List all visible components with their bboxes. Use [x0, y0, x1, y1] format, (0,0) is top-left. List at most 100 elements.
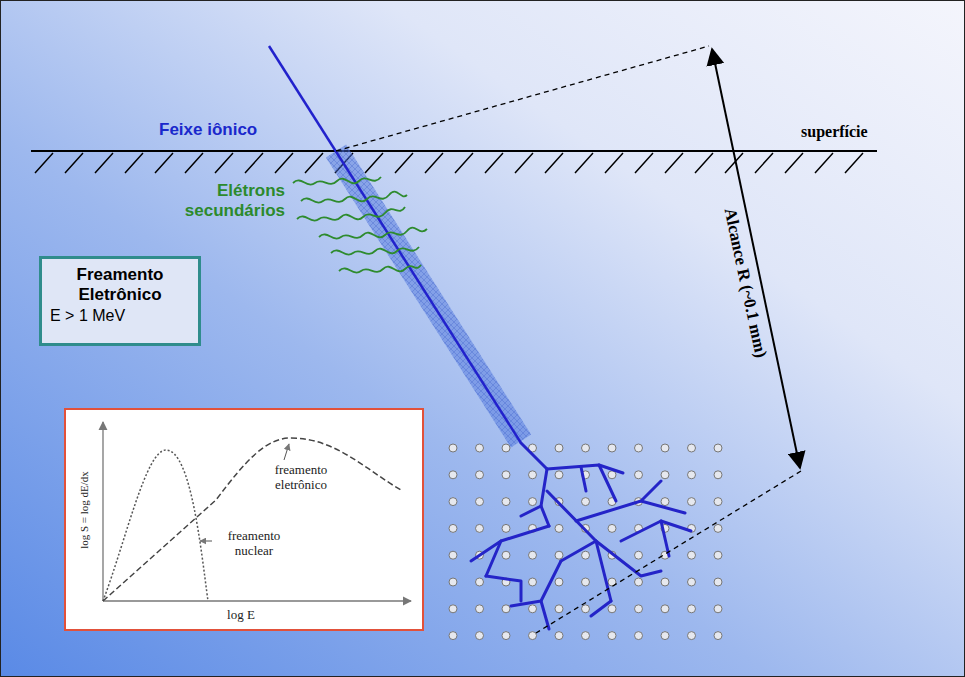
lattice-atom [635, 605, 643, 613]
cascade-branch [641, 501, 685, 513]
lattice-atom [476, 444, 484, 452]
lattice-atom [502, 444, 510, 452]
lattice-atom [502, 605, 510, 613]
axis-label: log E [211, 607, 271, 622]
electrons-label: Elétrons secundários [181, 181, 285, 221]
lattice-atom [582, 444, 590, 452]
range-arrow [712, 49, 800, 468]
beam-label: Feixe iônico [159, 120, 257, 140]
lattice-atom [661, 444, 669, 452]
lattice-atom [555, 471, 563, 479]
cascade-branch [547, 465, 616, 501]
lattice-atom [449, 632, 457, 640]
cascade-branch [511, 561, 561, 606]
cascade-branch [621, 521, 691, 541]
lattice-atom [502, 632, 510, 640]
lattice-atom [688, 605, 696, 613]
lattice-atom [714, 471, 722, 479]
lattice-atom [529, 551, 537, 559]
energy-range: E > 1 MeV [50, 307, 125, 325]
lattice-atom [608, 632, 616, 640]
lattice-atom [661, 578, 669, 586]
surface-line [31, 151, 877, 173]
lattice-atom [582, 498, 590, 506]
collision-cascade [471, 443, 691, 629]
curve-label: freamento eletrônico [256, 462, 346, 492]
lattice-atom [635, 444, 643, 452]
lattice-atom [555, 444, 563, 452]
lattice-atom [688, 471, 696, 479]
lattice-atom [582, 632, 590, 640]
lattice-atom [555, 551, 563, 559]
lattice-atom [449, 605, 457, 613]
range-limit [336, 46, 709, 151]
lattice-atom [714, 551, 722, 559]
lattice-atom [688, 578, 696, 586]
lattice-atom [635, 551, 643, 559]
cascade-branch [591, 601, 611, 616]
lattice-atom [714, 578, 722, 586]
lattice-atom [529, 605, 537, 613]
cascade-branch [576, 481, 661, 521]
cascade-branch [486, 576, 521, 601]
cascade-branch [596, 541, 661, 576]
lattice-atom [476, 578, 484, 586]
lattice-atom [714, 498, 722, 506]
cascade-branch [541, 601, 549, 629]
lattice-atom [529, 578, 537, 586]
axis-label: log S = log dE/dx [78, 471, 90, 549]
lattice-atom [449, 444, 457, 452]
lattice-atom [449, 498, 457, 506]
lattice-atom [714, 632, 722, 640]
lattice-atom [502, 471, 510, 479]
lattice-atom [502, 551, 510, 559]
lattice-atom [449, 578, 457, 586]
lattice-atom [608, 471, 616, 479]
ion-beam [269, 46, 521, 443]
lattice-atom [529, 632, 537, 640]
lattice-atom [661, 498, 669, 506]
stopping-chart [66, 410, 422, 629]
cascade-branch [661, 521, 669, 556]
cascade-branch [547, 491, 596, 561]
cascade-branch [521, 506, 541, 516]
chart-inset: freamento eletrônicofreamento nuclearlog… [64, 408, 424, 631]
lattice-atom [502, 524, 510, 532]
lattice-atom [635, 632, 643, 640]
lattice-atom [476, 605, 484, 613]
lattice-atom [502, 498, 510, 506]
lattice-atom [476, 498, 484, 506]
lattice-atom [608, 444, 616, 452]
lattice-atom [688, 444, 696, 452]
lattice-atom [608, 605, 616, 613]
lattice-atom [714, 444, 722, 452]
cascade-branch [581, 467, 586, 491]
secondary-electrons [293, 177, 427, 273]
surface-label: superfície [801, 123, 868, 141]
lattice-atom [608, 524, 616, 532]
lattice-atom [661, 471, 669, 479]
lattice-atom [635, 578, 643, 586]
lattice-atom [476, 471, 484, 479]
lattice-atom [449, 551, 457, 559]
lattice-atom [688, 632, 696, 640]
atom-lattice [449, 444, 722, 640]
cascade-branch [521, 443, 547, 469]
lattice-atom [688, 551, 696, 559]
lattice-atom [529, 471, 537, 479]
box-title: Freamento Eletrônico [48, 265, 192, 305]
lattice-atom [582, 551, 590, 559]
lattice-atom [555, 632, 563, 640]
lattice-atom [714, 605, 722, 613]
cascade-branch [599, 465, 623, 473]
lattice-atom [555, 524, 563, 532]
lattice-atom [582, 605, 590, 613]
lattice-atom [449, 471, 457, 479]
lattice-atom [555, 578, 563, 586]
lattice-atom [582, 578, 590, 586]
lattice-atom [714, 524, 722, 532]
lattice-atom [555, 605, 563, 613]
lattice-atom [476, 632, 484, 640]
range-limit [536, 471, 801, 633]
